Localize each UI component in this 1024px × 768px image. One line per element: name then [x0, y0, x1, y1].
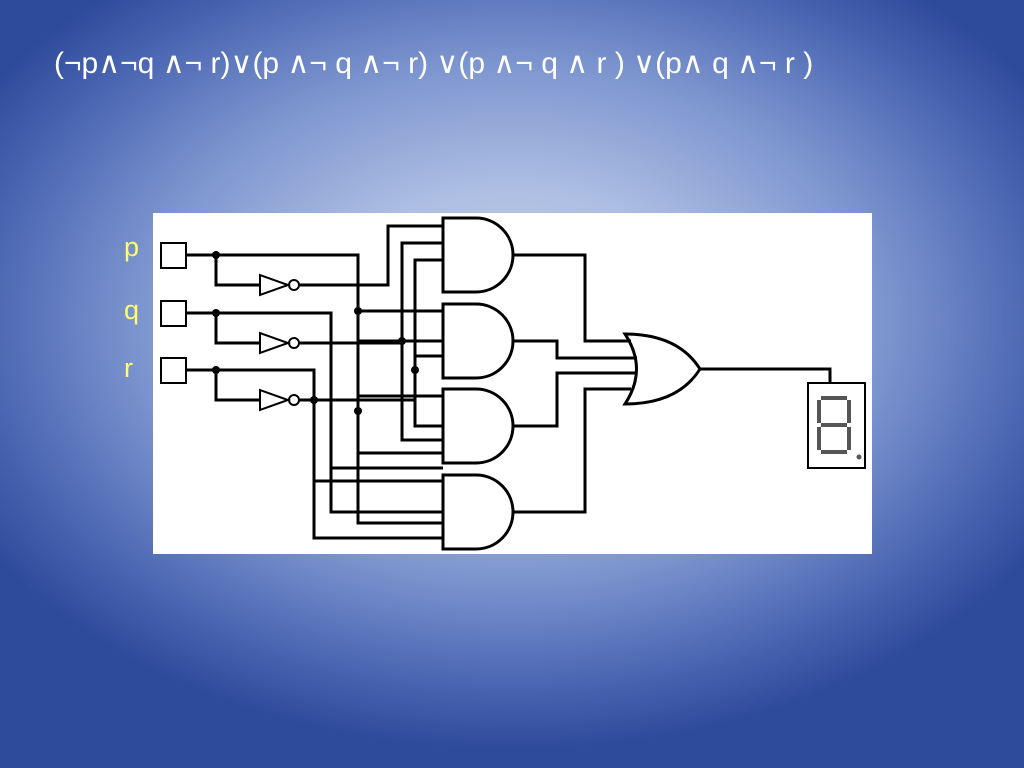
inverted-wires	[299, 224, 443, 442]
and-gate-1	[441, 216, 515, 294]
input-switch-p[interactable]	[160, 242, 187, 269]
input-label-p: p	[124, 232, 140, 262]
not-gate-p	[259, 273, 300, 297]
input-wires	[186, 253, 443, 540]
and-gate-2	[441, 302, 515, 380]
output-wire	[700, 367, 832, 383]
input-switch-r[interactable]	[160, 357, 187, 384]
input-switch-q[interactable]	[160, 300, 187, 327]
circuit-svg	[160, 216, 866, 551]
and-output-wires	[513, 253, 637, 514]
not-gate-r	[259, 388, 300, 412]
not-gate-q	[259, 331, 300, 355]
junction-dots	[212, 251, 419, 415]
slide-title: (¬p∧¬q ∧¬ r)∨(p ∧¬ q ∧¬ r) ∨(p ∧¬ q ∧ r …	[54, 47, 814, 80]
or-gate	[622, 332, 702, 406]
and-gate-3	[441, 387, 515, 465]
seven-segment-display	[807, 382, 866, 469]
and-input-wires	[314, 309, 443, 483]
circuit-diagram	[153, 213, 872, 554]
and-gate-4	[441, 473, 515, 551]
input-label-q: q	[124, 295, 140, 325]
input-label-r: r	[124, 353, 133, 383]
